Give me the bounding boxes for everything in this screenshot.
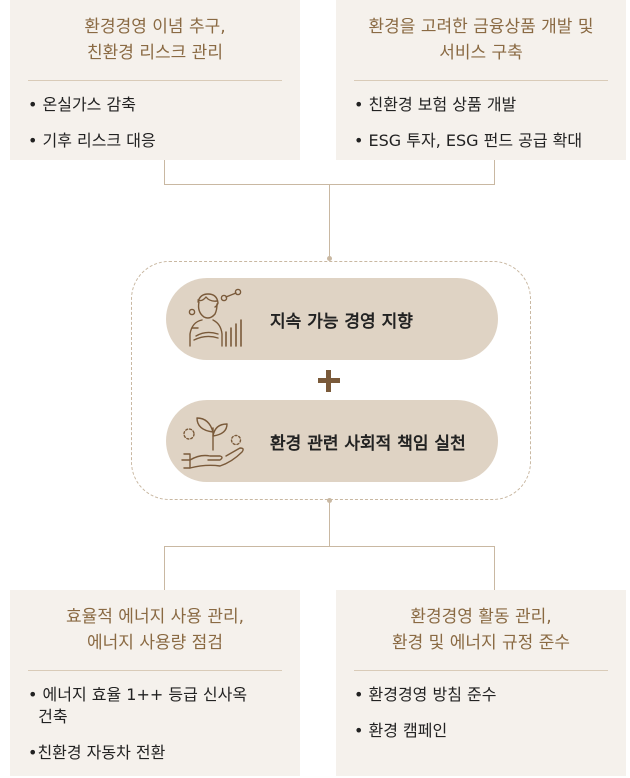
bottom-horizontal-connector — [164, 546, 495, 547]
list-item: •친환경 자동차 전환 — [28, 743, 166, 762]
top-left-title-line2: 친환경 리스크 관리 — [87, 43, 223, 63]
top-left-divider — [28, 80, 282, 81]
hand-sprout-icon — [181, 417, 244, 469]
bottom-right-list: • 환경경영 방침 준수 • 환경 캠페인 — [354, 684, 614, 756]
top-right-title-line1: 환경을 고려한 금융상품 개발 및 — [368, 17, 594, 37]
top-connector-dot — [327, 256, 332, 261]
bottom-left-connector — [164, 546, 165, 590]
list-item: • 환경경영 방침 준수 — [354, 685, 497, 704]
top-left-list: • 온실가스 감축 • 기후 리스크 대응 — [28, 94, 288, 166]
list-item: • 에너지 효율 1++ 등급 신사옥 — [28, 685, 248, 704]
list-item: • 친환경 보험 상품 개발 — [354, 95, 517, 114]
bottom-right-title: 환경경영 활동 관리, 환경 및 에너지 규정 준수 — [336, 590, 626, 656]
plus-icon — [318, 370, 340, 392]
list-item: 건축 — [28, 707, 68, 726]
bottom-left-title: 효율적 에너지 사용 관리, 에너지 사용량 점검 — [10, 590, 300, 656]
person-growth-icon — [188, 288, 242, 347]
list-item: • 기후 리스크 대응 — [28, 131, 156, 150]
bottom-right-divider — [354, 670, 608, 671]
social-responsibility-label: 환경 관련 사회적 책임 실천 — [270, 434, 466, 454]
top-right-list: • 친환경 보험 상품 개발 • ESG 투자, ESG 펀드 공급 확대 — [354, 94, 614, 166]
bottom-right-box: 환경경영 활동 관리, 환경 및 에너지 규정 준수 • 환경경영 방침 준수 … — [336, 590, 626, 776]
top-right-title: 환경을 고려한 금융상품 개발 및 서비스 구축 — [336, 0, 626, 66]
list-item: • ESG 투자, ESG 펀드 공급 확대 — [354, 131, 583, 150]
bottom-center-connector — [329, 500, 330, 546]
top-left-title: 환경경영 이념 추구, 친환경 리스크 관리 — [10, 0, 300, 66]
bottom-right-connector — [494, 546, 495, 590]
top-left-title-line1: 환경경영 이념 추구, — [84, 17, 226, 37]
top-right-connector — [494, 160, 495, 185]
list-item: • 환경 캠페인 — [354, 721, 448, 740]
top-center-connector — [329, 184, 330, 258]
bottom-left-list: • 에너지 효율 1++ 등급 신사옥 건축 •친환경 자동차 전환 — [28, 684, 288, 778]
social-responsibility-pill: 환경 관련 사회적 책임 실천 — [166, 400, 498, 482]
top-left-connector — [164, 160, 165, 185]
sustainable-management-label: 지속 가능 경영 지향 — [270, 312, 413, 332]
top-left-box: 환경경영 이념 추구, 친환경 리스크 관리 • 온실가스 감축 • 기후 리스… — [10, 0, 300, 160]
bottom-right-title-line1: 환경경영 활동 관리, — [410, 607, 552, 627]
sustainable-management-pill: 지속 가능 경영 지향 — [166, 278, 498, 360]
top-right-title-line2: 서비스 구축 — [439, 43, 523, 63]
top-right-divider — [354, 80, 608, 81]
bottom-left-box: 효율적 에너지 사용 관리, 에너지 사용량 점검 • 에너지 효율 1++ 등… — [10, 590, 300, 776]
bottom-left-divider — [28, 670, 282, 671]
top-right-box: 환경을 고려한 금융상품 개발 및 서비스 구축 • 친환경 보험 상품 개발 … — [336, 0, 626, 160]
bottom-right-title-line2: 환경 및 에너지 규정 준수 — [391, 633, 570, 653]
bottom-left-title-line1: 효율적 에너지 사용 관리, — [65, 607, 244, 627]
list-item: • 온실가스 감축 — [28, 95, 136, 114]
bottom-left-title-line2: 에너지 사용량 점검 — [87, 633, 223, 653]
